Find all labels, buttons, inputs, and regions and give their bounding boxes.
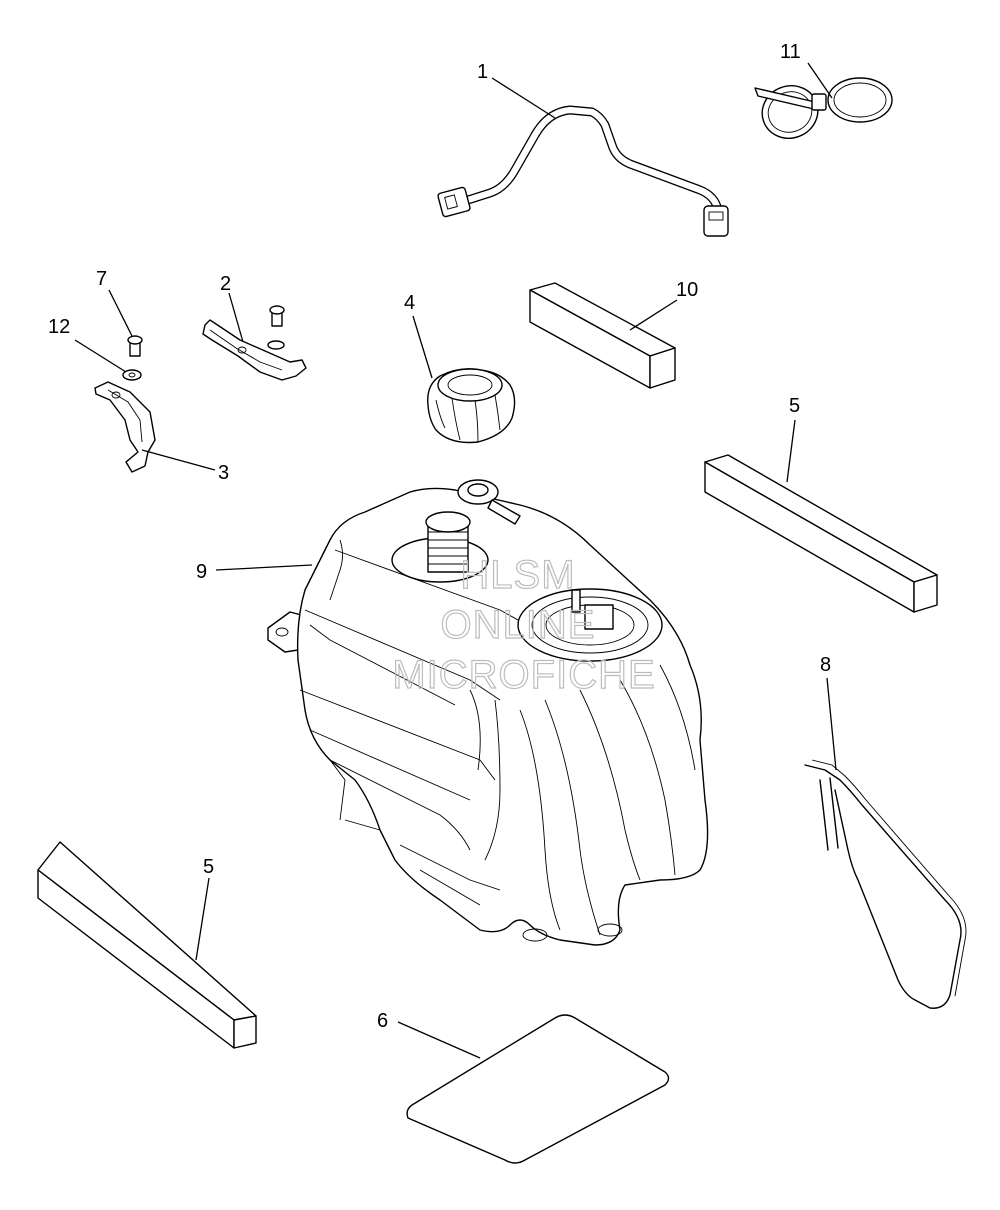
callout-5-upper: 5	[789, 395, 800, 417]
callout-11: 11	[780, 41, 801, 63]
leader-lines	[74, 62, 837, 1059]
callout-labels: 1 11 2 7 12 3 4 10 5 9 8 5 6	[48, 41, 831, 1032]
part-5-foam-pad-upper	[704, 454, 938, 613]
part-9-fuel-tank	[267, 479, 709, 946]
callout-3: 3	[218, 462, 229, 484]
callout-1: 1	[477, 61, 488, 83]
callout-4: 4	[404, 292, 415, 314]
part-3-bracket	[94, 381, 156, 473]
callout-9: 9	[196, 561, 207, 583]
callout-10: 10	[676, 279, 698, 301]
part-2-bracket	[202, 305, 307, 381]
callout-5-lower: 5	[203, 856, 214, 878]
callout-2: 2	[220, 273, 231, 295]
watermark-line-3: MICROFICHE	[392, 653, 655, 697]
part-5-foam-pad-lower	[37, 841, 257, 1049]
part-4-fuel-cap	[427, 368, 516, 444]
part-7-bolt	[127, 335, 143, 357]
callout-12: 12	[48, 316, 70, 338]
part-6-pad	[406, 1014, 670, 1164]
part-12-washer	[122, 369, 142, 381]
callout-6: 6	[377, 1010, 388, 1032]
part-8-retainer-wire	[804, 759, 967, 1009]
callout-7: 7	[96, 268, 107, 290]
watermark: HLSM ONLINE MICROFICHE	[392, 552, 656, 697]
watermark-line-2: ONLINE	[441, 603, 596, 647]
part-1-fuel-line	[437, 105, 729, 237]
watermark-line-1: HLSM	[460, 553, 575, 597]
callout-8: 8	[820, 654, 831, 676]
part-11-clamp	[754, 77, 893, 139]
part-10-foam-pad	[529, 282, 676, 389]
